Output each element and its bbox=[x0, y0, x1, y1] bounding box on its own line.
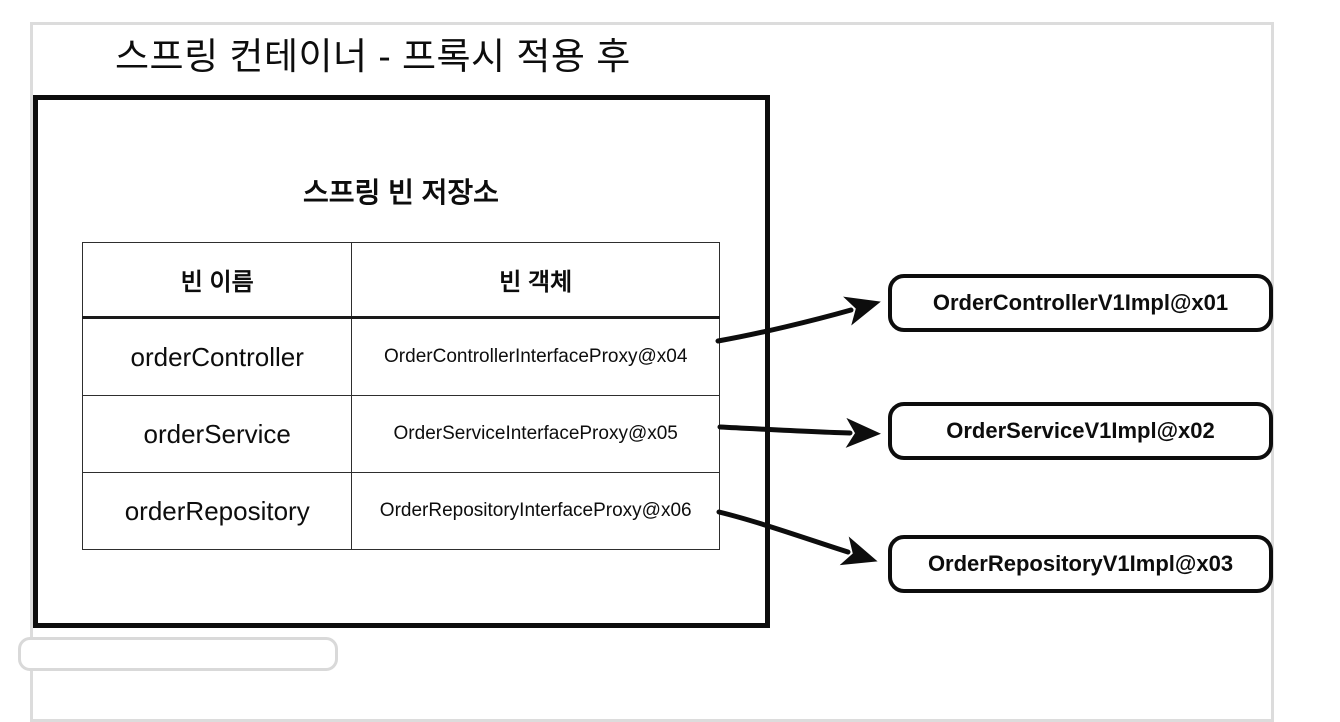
target-box-controller-impl: OrderControllerV1Impl@x01 bbox=[888, 274, 1273, 332]
target-label: OrderServiceV1Impl@x02 bbox=[946, 418, 1215, 443]
target-label: OrderControllerV1Impl@x01 bbox=[932, 290, 1229, 315]
bean-store-title: 스프링 빈 저장소 bbox=[303, 177, 499, 208]
bean-object-cell: OrderRepositoryInterfaceProxy@x06 bbox=[351, 472, 720, 550]
page-title: 스프링 컨테이너 - 프록시 적용 후 bbox=[115, 36, 631, 77]
column-header-bean-name: 빈 이름 bbox=[81, 242, 353, 319]
table-row: orderController OrderControllerInterface… bbox=[81, 317, 720, 396]
table-row: orderRepository OrderRepositoryInterface… bbox=[81, 472, 720, 550]
column-header-bean-object: 빈 객체 bbox=[351, 242, 720, 319]
bean-name-cell: orderRepository bbox=[81, 472, 353, 550]
partial-overlay-box bbox=[18, 637, 338, 671]
target-box-repository-impl: OrderRepositoryV1Impl@x03 bbox=[888, 535, 1273, 593]
table-row: orderService OrderServiceInterfaceProxy@… bbox=[81, 395, 720, 473]
target-label: OrderRepositoryV1Impl@x03 bbox=[927, 551, 1234, 576]
bean-object-cell: OrderControllerInterfaceProxy@x04 bbox=[351, 317, 720, 396]
bean-name-cell: orderService bbox=[81, 395, 353, 473]
bean-name-cell: orderController bbox=[81, 317, 353, 396]
bean-object-cell: OrderServiceInterfaceProxy@x05 bbox=[351, 395, 720, 473]
target-box-service-impl: OrderServiceV1Impl@x02 bbox=[888, 402, 1273, 460]
bean-table-header-row: 빈 이름 빈 객체 bbox=[81, 242, 720, 319]
bean-table: 빈 이름 빈 객체 orderController OrderControlle… bbox=[81, 242, 720, 550]
